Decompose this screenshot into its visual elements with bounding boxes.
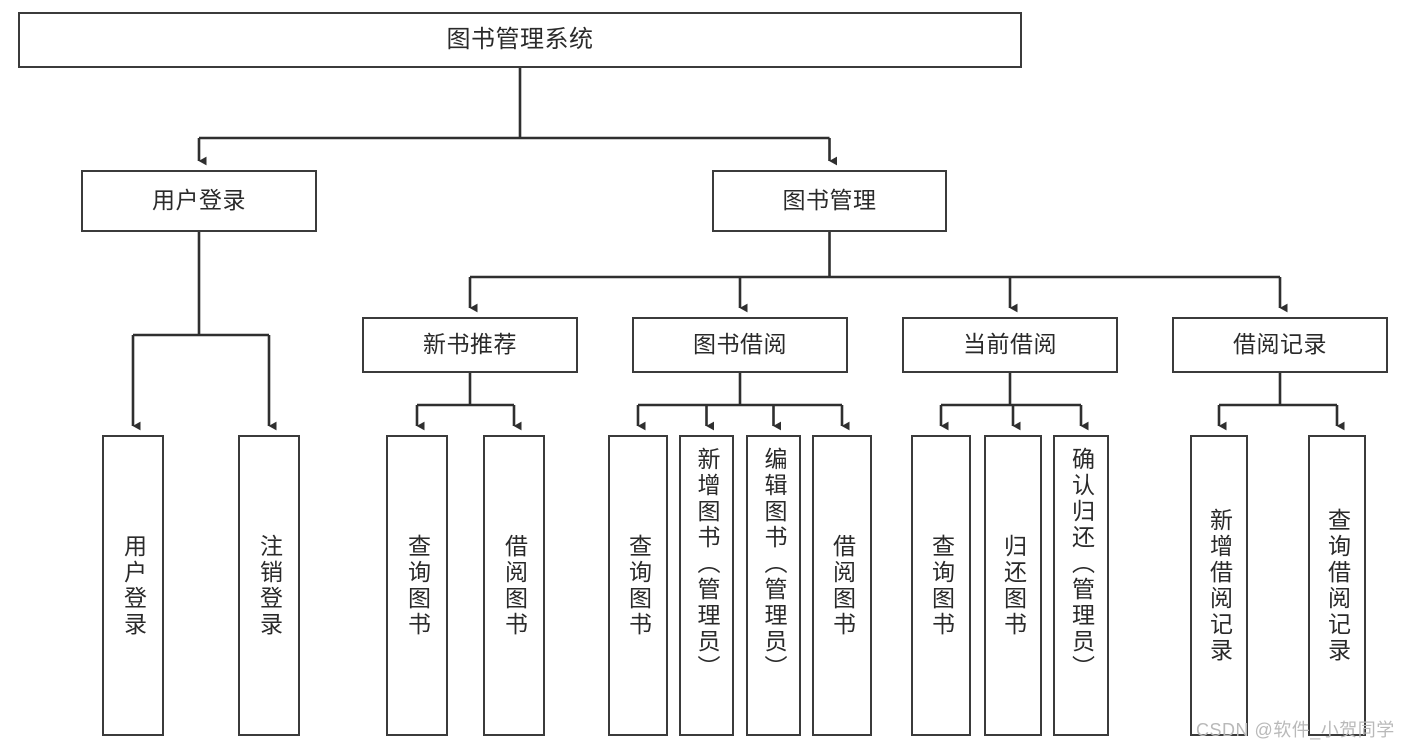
node-borrow-record[interactable]: 借阅记录 [1172,317,1388,373]
node-root[interactable]: 图书管理系统 [18,12,1022,68]
node-book-manage[interactable]: 图书管理 [712,170,947,232]
node-leaf-query-record[interactable]: 查询借阅记录 [1308,435,1366,736]
node-leaf-return-book[interactable]: 归还图书 [984,435,1042,736]
node-label: 新增借阅记录 [1206,507,1233,664]
node-leaf-borrow-book-2[interactable]: 借阅图书 [812,435,872,736]
node-label: 查询图书 [625,533,652,638]
node-label: 用户登录 [152,187,246,214]
node-label: 编辑图书（管理员） [761,447,787,681]
node-label: 图书借阅 [693,331,787,358]
node-label: 借阅图书 [501,533,528,638]
node-leaf-user-login[interactable]: 用户登录 [102,435,164,736]
node-leaf-add-book[interactable]: 新增图书（管理员） [679,435,734,736]
node-user-login[interactable]: 用户登录 [81,170,317,232]
node-label: 图书管理 [782,187,877,214]
node-label: 查询图书 [928,533,955,638]
node-label: 当前借阅 [963,331,1057,358]
node-label: 查询图书 [404,533,431,638]
node-leaf-query-book-1[interactable]: 查询图书 [386,435,448,736]
node-leaf-add-record[interactable]: 新增借阅记录 [1190,435,1248,736]
node-label: 借阅记录 [1233,331,1327,358]
node-label: 查询借阅记录 [1324,507,1351,664]
node-label: 用户登录 [120,533,147,638]
node-leaf-edit-book[interactable]: 编辑图书（管理员） [746,435,801,736]
node-label: 归还图书 [1000,533,1027,638]
node-label: 注销登录 [256,533,283,638]
watermark: CSDN @软件_小贺同学 [1196,720,1395,740]
node-leaf-borrow-book-1[interactable]: 借阅图书 [483,435,545,736]
node-label: 新增图书（管理员） [694,447,720,681]
node-new-book-rec[interactable]: 新书推荐 [362,317,578,373]
node-leaf-confirm-return[interactable]: 确认归还（管理员） [1053,435,1109,736]
node-book-borrow[interactable]: 图书借阅 [632,317,848,373]
node-leaf-query-book-2[interactable]: 查询图书 [608,435,668,736]
node-label: 图书管理系统 [446,25,594,53]
node-label: 确认归还（管理员） [1068,447,1095,681]
node-current-borrow[interactable]: 当前借阅 [902,317,1118,373]
node-label: 借阅图书 [829,533,856,638]
node-label: 新书推荐 [423,331,517,358]
node-leaf-logout[interactable]: 注销登录 [238,435,300,736]
node-leaf-query-book-3[interactable]: 查询图书 [911,435,971,736]
